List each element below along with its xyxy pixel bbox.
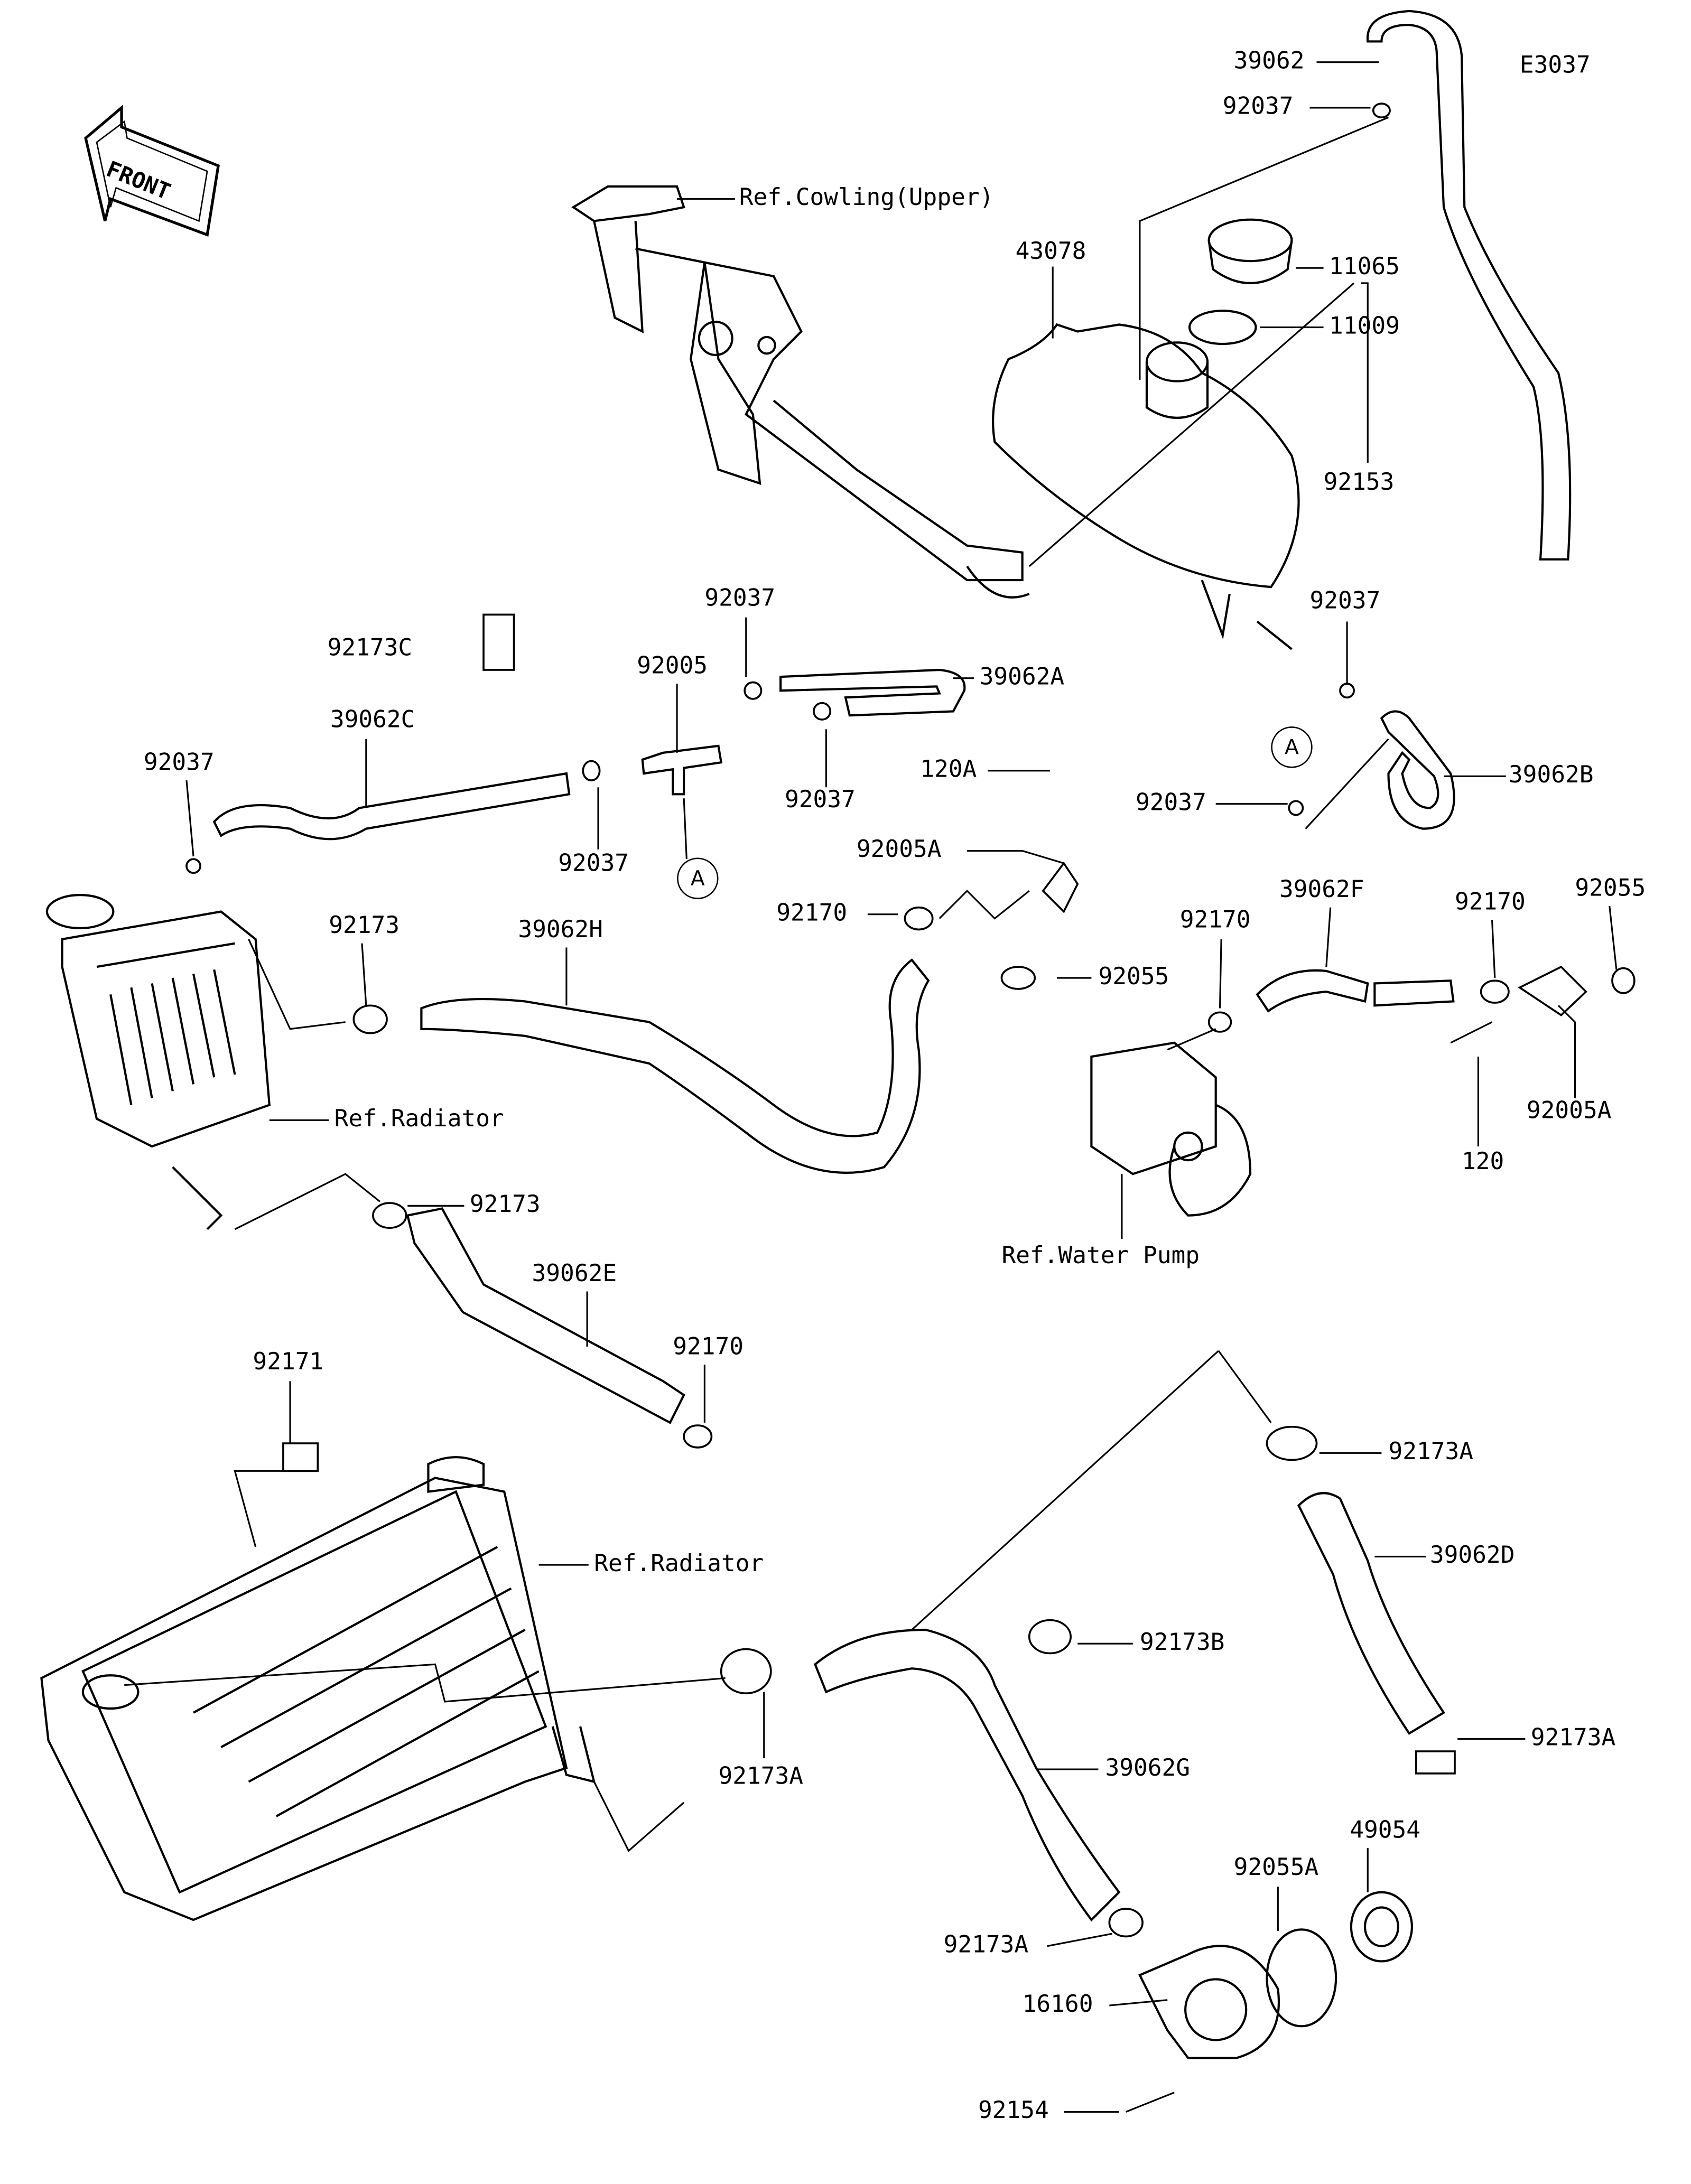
callout-92170: 92170	[1454, 889, 1526, 917]
callout-92170: 92170	[776, 900, 848, 928]
hose-39062C	[212, 772, 571, 841]
callout-39062G: 39062G	[1105, 1754, 1191, 1782]
callout-92173A: 92173A	[943, 1931, 1029, 1959]
callout-92005A: 92005A	[856, 836, 942, 864]
leader-lines	[124, 61, 1618, 2113]
callout-92154: 92154	[978, 2097, 1049, 2125]
callout-39062D: 39062D	[1429, 1542, 1515, 1570]
callout-92037: 92037	[1309, 587, 1381, 615]
connection-marker-a: A	[677, 857, 719, 899]
o-ring-92055A	[1266, 1928, 1337, 2028]
hose-39062D	[1297, 1492, 1446, 1735]
callout-39062E: 39062E	[532, 1260, 617, 1288]
callout-92037: 92037	[784, 786, 856, 815]
callout-39062F: 39062F	[1279, 876, 1364, 904]
callout-39062: 39062	[1233, 48, 1305, 76]
hose-39062G	[813, 1628, 1121, 1922]
thermostat-housing-16160	[1138, 1945, 1280, 2059]
gasket-11009	[1188, 310, 1257, 346]
diagram-code: E3037	[1519, 52, 1591, 80]
radiator-upper	[45, 894, 271, 1230]
callout-92037: 92037	[558, 850, 629, 878]
callout-ref-cowling-upper: Ref.Cowling(Upper)	[739, 184, 994, 212]
callout-11065: 11065	[1329, 253, 1400, 282]
connection-marker-a: A	[1271, 726, 1313, 768]
hose-39062E	[406, 1207, 685, 1424]
callout-39062A: 39062A	[979, 664, 1065, 692]
callout-92171: 92171	[253, 1348, 324, 1377]
callout-ref-water-pump: Ref.Water Pump	[1001, 1242, 1200, 1270]
callout-92037: 92037	[1222, 93, 1294, 121]
callout-92173A: 92173A	[1388, 1438, 1474, 1467]
callout-43078: 43078	[1015, 238, 1086, 266]
callout-92037: 92037	[1136, 789, 1206, 817]
callout-92170: 92170	[1179, 907, 1251, 935]
hose-39062H	[420, 958, 930, 1174]
callout-92170: 92170	[673, 1333, 744, 1361]
callout-49054: 49054	[1350, 1817, 1421, 1845]
hose-39062F	[1256, 969, 1455, 1013]
callout-11009: 11009	[1329, 313, 1400, 341]
callout-92173: 92173	[469, 1191, 541, 1219]
callout-ref-radiator: Ref.Radiator	[594, 1550, 764, 1578]
radiator-lower	[40, 1456, 596, 1921]
callout-92055A: 92055A	[1233, 1854, 1319, 1882]
callout-92173A: 92173A	[1530, 1724, 1616, 1752]
callout-16160: 16160	[1022, 1991, 1093, 2019]
front-arrow-icon	[84, 105, 220, 237]
hose-39062B	[1380, 710, 1455, 830]
callout-120: 120	[1462, 1148, 1504, 1177]
callout-92055: 92055	[1098, 963, 1169, 991]
callout-92005: 92005	[637, 652, 708, 680]
tee-92005	[641, 744, 723, 796]
callout-92037: 92037	[143, 749, 215, 777]
callout-92153: 92153	[1323, 469, 1395, 497]
hose-39062	[1366, 10, 1572, 561]
water-pump	[1090, 1041, 1252, 1217]
callout-39062C: 39062C	[330, 706, 415, 734]
callout-92055: 92055	[1575, 875, 1646, 903]
callout-92173C: 92173C	[327, 634, 413, 662]
reservoir-tank	[992, 323, 1300, 650]
cap-11065	[1207, 218, 1293, 284]
callout-92173A: 92173A	[718, 1763, 804, 1791]
callout-ref-radiator: Ref.Radiator	[334, 1105, 504, 1134]
callout-120A: 120A	[920, 756, 977, 784]
hose-39062A	[779, 668, 966, 717]
thermostat-49054	[1350, 1891, 1414, 1963]
callout-92037: 92037	[704, 585, 776, 613]
callout-92005A: 92005A	[1526, 1097, 1612, 1125]
callout-92173: 92173	[329, 912, 400, 940]
clamps	[185, 102, 1636, 1938]
callout-39062H: 39062H	[518, 916, 603, 944]
callout-39062B: 39062B	[1508, 761, 1594, 790]
cowling-bracket	[571, 185, 1030, 599]
callout-92173B: 92173B	[1139, 1629, 1225, 1657]
